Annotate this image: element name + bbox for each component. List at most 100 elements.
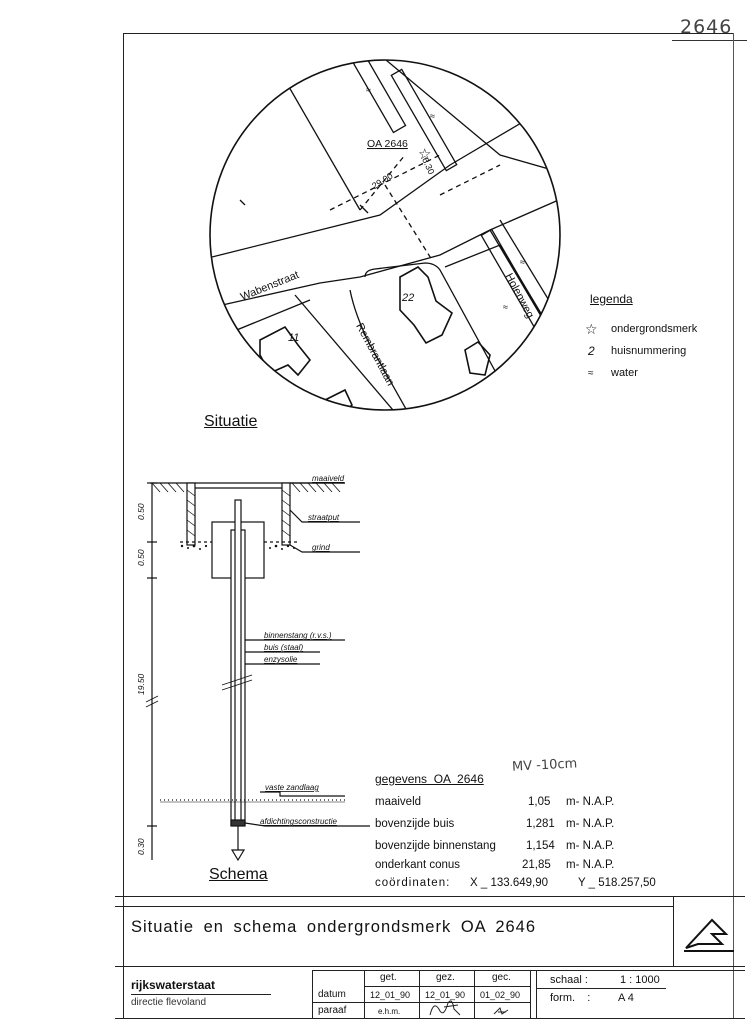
- label-grind: grind: [312, 543, 330, 552]
- row-unit: m- N.A.P.: [566, 818, 615, 830]
- tb-hline: [536, 988, 666, 989]
- tb-line-3: [115, 1018, 745, 1019]
- row-value: 1,154: [526, 840, 555, 852]
- house-number-11: 11: [288, 332, 299, 344]
- coord-label: coördinaten:: [375, 877, 451, 889]
- rijkswaterstaat-logo-icon: [684, 918, 734, 952]
- tb-hline: [312, 1002, 530, 1003]
- house-number-22: 22: [401, 292, 414, 304]
- dim-text-2: 0.50: [136, 549, 146, 566]
- row-label: bovenzijde binnenstang: [375, 840, 496, 852]
- get-date: 12_01_90: [370, 990, 411, 1000]
- gec-date: 01_02_90: [480, 990, 521, 1000]
- row-value: 1,281: [526, 818, 555, 830]
- main-title: Situatie en schema ondergrondsmerk OA 26…: [131, 918, 537, 936]
- paraaf-label: paraaf: [318, 1005, 347, 1016]
- gegevens-row: maaiveld: [375, 796, 421, 808]
- street-rembrantlaan: Rembrantlaan: [353, 321, 396, 388]
- org-name: rijkswaterstaat: [131, 978, 216, 992]
- datum-label: datum: [318, 989, 346, 1000]
- label-straatput: straatput: [308, 513, 340, 522]
- form-value: A 4: [618, 992, 634, 1004]
- row-unit: m- N.A.P.: [566, 840, 615, 852]
- tb-vline-logo: [673, 896, 674, 966]
- gec-signature-icon: [493, 1007, 509, 1015]
- tb-line-top: [115, 896, 745, 897]
- gez-date: 12_01_90: [425, 990, 466, 1000]
- label-enzysolie: enzysolie: [264, 655, 298, 664]
- dim-text-4: 0.30: [136, 838, 146, 855]
- row-label: maaiveld: [375, 796, 422, 808]
- label-buis: buis (staal): [264, 643, 303, 652]
- form-label: form. :: [550, 992, 591, 1004]
- tb-vline: [419, 970, 420, 1018]
- row-unit: m- N.A.P.: [566, 859, 615, 871]
- gegevens-row: bovenzijde binnenstang: [375, 840, 496, 852]
- get-label: get.: [380, 972, 397, 983]
- tb-line-1: [115, 906, 673, 907]
- dim-text-1: 0.50: [136, 503, 146, 520]
- label-binnenstang: binnenstang (r.v.s.): [264, 631, 332, 640]
- tb-vline: [536, 970, 537, 1018]
- schema-drawing: 0.50 0.50 19.50 0.30 maaiveld straatput …: [136, 474, 370, 862]
- water-symbol-1: ≈: [366, 85, 371, 95]
- tb-hline: [364, 986, 530, 987]
- frame-left: [123, 33, 124, 1018]
- frame-top: [123, 33, 733, 34]
- row-label: bovenzijde buis: [375, 818, 455, 830]
- gec-label: gec.: [492, 972, 511, 983]
- legend-label: ondergrondsmerk: [611, 323, 698, 335]
- house-number-icon: 2: [588, 344, 595, 358]
- legend-label: water: [611, 367, 638, 379]
- coord-x: X _ 133.649,90: [470, 877, 549, 889]
- schema-title: Schema: [209, 866, 268, 883]
- gez-signature-icon: [429, 1000, 461, 1016]
- water-symbol-3: ≈: [520, 257, 525, 267]
- marker-label: OA 2646: [367, 138, 408, 150]
- street-wabenstraat: Wabenstraat: [239, 269, 301, 303]
- tb-hline: [312, 970, 745, 971]
- dim-1: 29.00: [370, 171, 394, 191]
- frame-right: [733, 33, 734, 1018]
- label-afdichting: afdichtingsconstructie: [260, 817, 337, 826]
- org-dept: directie flevoland: [131, 997, 207, 1008]
- get-paraaf: e.h.m.: [378, 1007, 401, 1016]
- schaal-label: schaal :: [550, 974, 588, 986]
- handwritten-note: MV -10cm: [511, 756, 578, 775]
- gegevens-row: onderkant conus: [375, 859, 460, 871]
- tb-vline: [312, 970, 313, 1018]
- gez-label: gez.: [436, 972, 455, 983]
- star-icon: ☆: [585, 320, 598, 337]
- sheet-number-underline: [672, 40, 747, 41]
- legend-label: huisnummering: [611, 345, 687, 357]
- dim-2: 6.30: [420, 156, 436, 176]
- tb-vline: [474, 970, 475, 1018]
- label-maaiveld: maaiveld: [312, 474, 345, 483]
- schaal-value: 1 : 1000: [620, 974, 660, 986]
- tb-vline: [530, 970, 531, 1018]
- legend-title: legenda: [590, 292, 633, 306]
- tb-line-2: [115, 966, 745, 967]
- water-symbol-4: ≈: [503, 302, 508, 312]
- water-icon: ≈: [588, 367, 594, 379]
- label-zandlaag: vaste zandlaag: [265, 783, 319, 792]
- tb-vline: [364, 970, 365, 1018]
- gegevens-row: bovenzijde buis: [375, 818, 454, 830]
- situatie-map: ☆ 29.00 6.30 OA 2646 Wabenstraat Rembran…: [209, 59, 561, 411]
- legend-item: 2 huisnummering: [585, 340, 725, 362]
- coord-y: Y _ 518.257,50: [578, 877, 656, 889]
- legend-item: ≈ water: [585, 362, 725, 384]
- org-underline: [131, 994, 271, 995]
- star-marker-icon: ☆: [418, 146, 431, 163]
- row-label: onderkant conus: [375, 859, 461, 871]
- row-value: 21,85: [522, 859, 551, 871]
- situatie-title: Situatie: [204, 413, 258, 430]
- legend-item: ☆ ondergrondsmerk: [585, 318, 725, 340]
- legend: legenda ☆ ondergrondsmerk 2 huisnummerin…: [585, 292, 725, 384]
- row-unit: m- N.A.P.: [566, 796, 615, 808]
- sheet-number: 2646: [680, 16, 733, 38]
- water-symbol-2: ≈: [430, 111, 435, 121]
- dim-text-3: 19.50: [136, 673, 146, 695]
- gegevens-title: gegevens OA 2646: [375, 772, 484, 786]
- row-value: 1,05: [528, 796, 551, 808]
